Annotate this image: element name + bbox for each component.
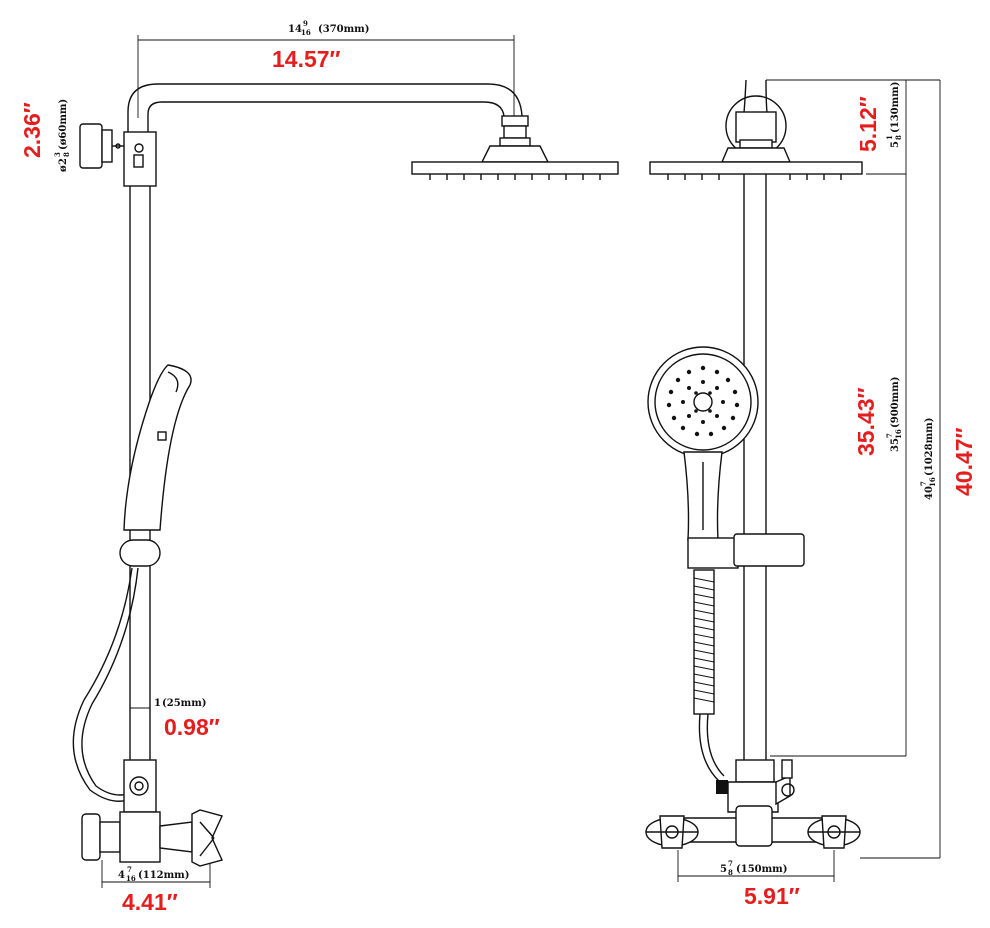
svg-text:2: 2 [58, 158, 69, 165]
svg-text:16: 16 [894, 429, 903, 439]
dim-wall-offset: 1 (25mm) 0.98″ [154, 698, 220, 740]
hose-coils [693, 577, 715, 703]
svg-text:40: 40 [924, 486, 935, 500]
svg-text:(ø60mm): (ø60mm) [58, 99, 69, 150]
svg-text:1: 1 [885, 135, 894, 140]
svg-text:0.98″: 0.98″ [164, 714, 220, 740]
svg-text:35.43″: 35.43″ [853, 387, 879, 456]
spray-holes [666, 365, 740, 437]
svg-text:3: 3 [53, 152, 62, 157]
svg-text:35: 35 [890, 438, 901, 452]
svg-text:(370mm): (370mm) [318, 24, 370, 35]
svg-text:5: 5 [890, 141, 901, 148]
dim-head-height: 5.12″ 5 1 8 (130mm) [855, 82, 903, 153]
svg-text:8: 8 [728, 868, 733, 877]
dim-total-height: 40.47″ 40 7 16 (1028mm) [919, 418, 977, 500]
svg-text:4: 4 [118, 870, 125, 881]
side-view [72, 35, 619, 888]
svg-text:7: 7 [885, 433, 894, 438]
dim-holder-height: 2.36″ ø 2 3 8 (ø60mm) [19, 99, 71, 172]
svg-text:5.91″: 5.91″ [744, 883, 800, 909]
side-head-nozzles [429, 174, 601, 180]
svg-text:(112mm): (112mm) [138, 870, 190, 881]
svg-text:(1028mm): (1028mm) [924, 418, 935, 476]
svg-text:8: 8 [62, 152, 71, 157]
svg-text:(150mm): (150mm) [736, 864, 788, 875]
svg-text:14.57″: 14.57″ [272, 46, 341, 72]
svg-text:5.12″: 5.12″ [855, 96, 881, 152]
svg-text:2.36″: 2.36″ [19, 102, 45, 158]
svg-text:(900mm): (900mm) [890, 377, 901, 429]
svg-text:9: 9 [303, 19, 308, 28]
svg-text:8: 8 [894, 135, 903, 140]
dim-top-width: 14 9 16 (370mm) 14.57″ [272, 19, 370, 72]
svg-text:14: 14 [288, 24, 302, 35]
svg-text:4.41″: 4.41″ [122, 889, 178, 915]
front-head-nozzles [667, 174, 842, 180]
svg-text:40.47″: 40.47″ [951, 427, 977, 496]
svg-text:16: 16 [126, 874, 136, 883]
svg-text:7: 7 [728, 859, 733, 868]
front-view [645, 79, 941, 882]
dim-valve-width: 4 7 16 (112mm) 4.41″ [118, 865, 190, 915]
svg-text:5: 5 [720, 864, 727, 875]
svg-text:16: 16 [928, 477, 937, 487]
svg-text:ø: ø [58, 165, 69, 172]
dim-centers: 5 7 8 (150mm) 5.91″ [720, 859, 800, 909]
dim-riser-height: 35.43″ 35 7 16 (900mm) [853, 377, 903, 457]
svg-text:(25mm): (25mm) [162, 698, 207, 709]
svg-text:(130mm): (130mm) [890, 82, 901, 134]
svg-text:1: 1 [154, 698, 161, 709]
svg-text:7: 7 [127, 865, 132, 874]
svg-text:7: 7 [919, 481, 928, 486]
svg-text:16: 16 [301, 28, 311, 37]
